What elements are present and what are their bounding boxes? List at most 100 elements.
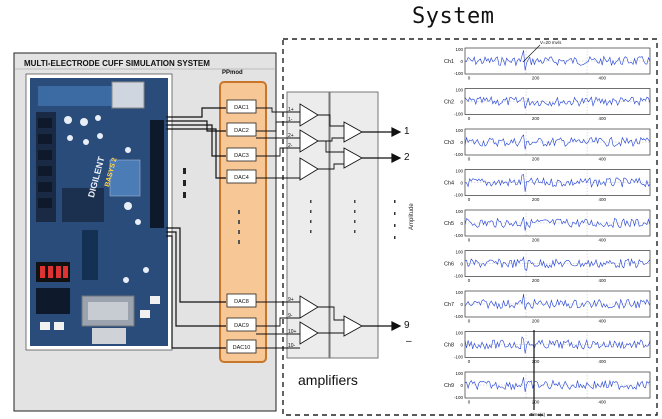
- amp-input-label: 9-: [288, 313, 293, 319]
- dac-label: DAC1: [234, 105, 249, 111]
- channel-panel: Ch2 100 0 -100 0 200 400: [444, 88, 650, 122]
- output-label-2: 2: [404, 152, 410, 163]
- x-tick-label: 0: [468, 76, 471, 81]
- channel-panel: Ch8 100 0 -100 0 200 400: [444, 331, 650, 365]
- x-tick-label: 0: [468, 278, 471, 283]
- amplifiers-label: amplifiers: [298, 372, 358, 388]
- output-label-9: 9: [404, 320, 410, 331]
- dac-box: DAC8: [227, 294, 256, 307]
- y-tick-label: 0: [460, 59, 463, 64]
- x-tick-label: 200: [532, 238, 540, 243]
- x-tick-label: 200: [532, 359, 540, 364]
- channel-label: Ch1: [444, 59, 454, 65]
- x-tick-label: 400: [598, 76, 606, 81]
- dac-label: DAC10: [233, 345, 251, 351]
- y-tick-label: 0: [460, 302, 463, 307]
- y-tick-label: 100: [455, 169, 463, 174]
- dac-box: DAC4: [227, 170, 256, 183]
- x-tick-label: 200: [532, 319, 540, 324]
- channel-plots: Ch11000-1000200400Ch21000-1000200400Ch31…: [444, 40, 650, 417]
- y-tick-label: 100: [455, 250, 463, 255]
- channel-panel: Ch5 100 0 -100 0 200 400: [444, 209, 650, 243]
- y-tick-label: -100: [454, 193, 464, 198]
- amp-input-label: 10-: [288, 343, 296, 349]
- x-tick-label: 0: [468, 319, 471, 324]
- channel-label: Ch3: [444, 140, 454, 146]
- dac-label: DAC4: [234, 175, 249, 181]
- figure-title: System: [412, 4, 494, 29]
- x-tick-label: 0: [468, 116, 471, 121]
- y-tick-label: 0: [460, 221, 463, 226]
- y-tick-label: 100: [455, 88, 463, 93]
- output-label-dash: –: [406, 336, 412, 347]
- x-tick-label: 400: [598, 359, 606, 364]
- y-tick-label: -100: [454, 314, 464, 319]
- channel-panel: Ch4 100 0 -100 0 200 400: [444, 169, 650, 203]
- dac-label: DAC8: [234, 299, 249, 305]
- y-tick-label: 100: [455, 47, 463, 52]
- y-tick-label: 0: [460, 100, 463, 105]
- amp-input-label: 1-: [288, 117, 293, 123]
- y-tick-label: -100: [454, 71, 464, 76]
- y-tick-label: 0: [460, 140, 463, 145]
- amp-input-label: 9+: [288, 297, 294, 303]
- y-tick-label: 100: [455, 209, 463, 214]
- y-tick-label: 100: [455, 371, 463, 376]
- x-tick-label: 0: [468, 359, 471, 364]
- dac-box: DAC9: [227, 318, 256, 331]
- y-tick-label: -100: [454, 355, 464, 360]
- dac-box: DAC1: [227, 100, 256, 113]
- time-annotation: Time(s): [530, 412, 546, 417]
- dac-box: DAC2: [227, 123, 256, 136]
- x-tick-label: 400: [598, 319, 606, 324]
- channel-label: Ch2: [444, 100, 454, 106]
- x-tick-label: 400: [598, 278, 606, 283]
- channel-label: Ch7: [444, 302, 454, 308]
- velocity-annotation: V=20 mv/s: [540, 40, 562, 45]
- channel-label: Ch4: [444, 181, 454, 187]
- channel-label: Ch8: [444, 343, 454, 349]
- channel-panel: Ch7 100 0 -100 0 200 400: [444, 290, 650, 324]
- x-tick-label: 400: [598, 238, 606, 243]
- simulation-system-label: MULTI-ELECTRODE CUFF SIMULATION SYSTEM: [24, 59, 210, 68]
- x-tick-label: 0: [468, 238, 471, 243]
- x-tick-label: 400: [598, 197, 606, 202]
- x-tick-label: 200: [532, 116, 540, 121]
- channel-label: Ch5: [444, 221, 454, 227]
- y-tick-label: 0: [460, 343, 463, 348]
- y-tick-label: -100: [454, 233, 464, 238]
- y-tick-label: 100: [455, 331, 463, 336]
- channel-label: Ch9: [444, 383, 454, 389]
- y-tick-label: 0: [460, 383, 463, 388]
- amp-input-label: 1+: [288, 107, 294, 113]
- x-tick-label: 200: [532, 278, 540, 283]
- y-tick-label: -100: [454, 274, 464, 279]
- y-tick-label: -100: [454, 395, 464, 400]
- amp-input-label: 2+: [288, 133, 294, 139]
- x-tick-label: 200: [532, 400, 540, 405]
- y-tick-label: -100: [454, 112, 464, 117]
- y-tick-label: 0: [460, 181, 463, 186]
- x-tick-label: 200: [532, 197, 540, 202]
- dac-label: DAC9: [234, 323, 249, 329]
- dac-box: DAC3: [227, 148, 256, 161]
- x-tick-label: 400: [598, 116, 606, 121]
- dac-label: DAC2: [234, 128, 249, 134]
- amp-input-label: 2-: [288, 143, 293, 149]
- x-tick-label: 0: [468, 157, 471, 162]
- x-tick-label: 400: [598, 157, 606, 162]
- amplitude-axis-label: Amplitude: [409, 203, 415, 230]
- output-label-1: 1: [404, 126, 410, 137]
- pmod-label: PPmod: [222, 70, 243, 76]
- x-tick-label: 0: [468, 197, 471, 202]
- y-tick-label: 100: [455, 290, 463, 295]
- y-tick-label: -100: [454, 152, 464, 157]
- y-tick-label: 100: [455, 128, 463, 133]
- dac-label: DAC3: [234, 153, 249, 159]
- amp-input-label: 10+: [288, 329, 297, 335]
- x-tick-label: 400: [598, 400, 606, 405]
